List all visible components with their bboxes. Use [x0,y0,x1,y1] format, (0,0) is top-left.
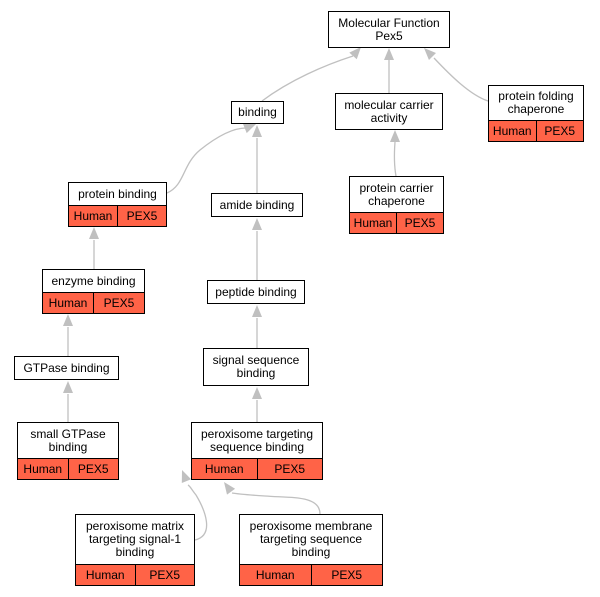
gene-cell: PEX5 [396,213,443,233]
arrowhead [63,381,73,393]
species-cell: Human [76,565,135,585]
species-cell: Human [43,293,93,313]
node-peroxisome-membrane-targeting-sequence-binding[interactable]: peroxisome membrane targeting sequence b… [239,514,383,586]
arrowhead [252,387,262,399]
arrowhead [424,48,437,61]
arrowhead [181,470,192,483]
node-title: molecular carrier activity [344,97,434,125]
node-small-gtpase-binding[interactable]: small GTPase binding Human PEX5 [17,422,119,480]
node-title: signal sequence binding [212,353,300,380]
arrowhead [243,123,256,134]
node-enzyme-binding[interactable]: enzyme binding Human PEX5 [42,269,145,314]
gene-cell: PEX5 [117,206,166,226]
node-title: protein folding chaperone [498,89,574,116]
annotation-row: Human PEX5 [350,212,443,233]
annotation-row: Human PEX5 [69,205,166,226]
gene-cell: PEX5 [67,459,118,479]
annotation-row: Human PEX5 [76,564,194,585]
arrowhead [252,305,262,317]
species-cell: Human [69,206,117,226]
gene-cell: PEX5 [310,565,382,585]
edge-peroxisome_matrix_targeting_signal_1_binding-to-peroxisome_targeting_sequence_binding [187,484,208,541]
gene-cell: PEX5 [535,121,583,141]
node-protein-folding-chaperone[interactable]: protein folding chaperone Human PEX5 [488,85,584,142]
annotation-row: Human PEX5 [43,292,144,313]
node-protein-carrier-chaperone[interactable]: protein carrier chaperone Human PEX5 [349,176,444,234]
species-cell: Human [489,121,536,141]
arrowhead [63,314,73,326]
species-cell: Human [350,213,396,233]
node-protein-binding[interactable]: protein binding Human PEX5 [68,182,167,227]
node-title: amide binding [219,197,295,212]
node-gtpase-binding[interactable]: GTPase binding [14,356,119,380]
gene-cell: PEX5 [256,459,322,479]
node-signal-sequence-binding[interactable]: signal sequence binding [203,348,309,386]
arrowhead [252,218,262,230]
node-title: binding [238,105,277,119]
node-title: peroxisome matrix targeting signal-1 bin… [85,519,185,559]
arrowhead [384,48,394,60]
arrowhead [89,227,99,239]
node-title: Molecular Function Pex5 [338,15,440,43]
node-title: peptide binding [215,284,297,299]
node-molecular-carrier-activity[interactable]: molecular carrier activity [335,93,443,130]
node-title: peroxisome membrane targeting sequence b… [249,519,373,559]
node-title: protein binding [78,186,157,201]
node-title: peroxisome targeting sequence binding [200,426,314,454]
node-binding[interactable]: binding [231,101,284,124]
node-peptide-binding[interactable]: peptide binding [207,280,305,304]
edge-protein_folding_chaperone-to-molecular_function [433,57,489,102]
node-molecular-function[interactable]: Molecular Function Pex5 [328,11,450,48]
annotation-row: Human PEX5 [192,458,322,479]
gene-cell: PEX5 [134,565,194,585]
edge-protein_binding-to-binding [166,127,247,194]
node-title: enzyme binding [51,273,136,288]
edge-binding-to-molecular_function [261,55,354,102]
arrowhead [252,125,262,137]
edge-peroxisome_membrane_targeting_sequence_binding-to-peroxisome_targeting_sequence_binding [231,492,321,515]
node-title: small GTPase binding [30,426,106,454]
gene-cell: PEX5 [93,293,144,313]
arrowhead [224,482,236,495]
species-cell: Human [18,459,68,479]
arrowhead [390,130,400,142]
node-amide-binding[interactable]: amide binding [211,193,303,217]
annotation-row: Human PEX5 [240,564,382,585]
species-cell: Human [192,459,257,479]
node-peroxisome-targeting-sequence-binding[interactable]: peroxisome targeting sequence binding Hu… [191,422,323,480]
species-cell: Human [240,565,311,585]
annotation-row: Human PEX5 [489,120,583,141]
edge-protein_carrier_chaperone-to-molecular_carrier_activity [393,141,397,177]
annotation-row: Human PEX5 [18,458,118,479]
node-title: protein carrier chaperone [359,180,434,208]
arrowhead [349,47,361,60]
node-peroxisome-matrix-targeting-signal-1-binding[interactable]: peroxisome matrix targeting signal-1 bin… [75,514,195,586]
node-title: GTPase binding [23,360,110,375]
